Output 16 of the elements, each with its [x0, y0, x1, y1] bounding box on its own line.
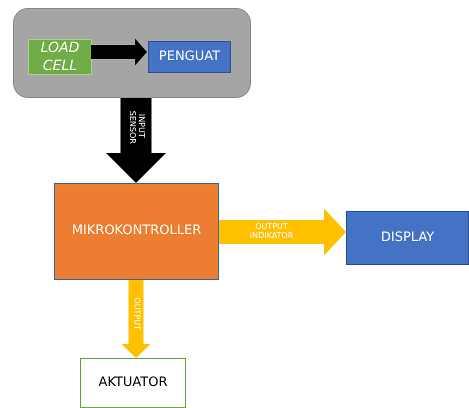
process-box — [28, 39, 92, 75]
block-arrow — [91, 38, 147, 66]
node-label: AKTUATOR — [98, 374, 168, 392]
node-label: PENGUAT — [158, 48, 222, 66]
process-box — [54, 183, 219, 280]
group-panel — [13, 8, 251, 98]
block-arrow — [122, 280, 150, 358]
process-box — [80, 358, 186, 408]
edge-label: OUTPUT INDIKATOR — [248, 223, 294, 241]
process-box — [346, 211, 469, 265]
node-label: LOAD CELL — [40, 38, 80, 76]
block-arrow — [219, 208, 346, 256]
block-arrow — [106, 98, 166, 183]
node-label: MIKROKONTROLLER — [70, 223, 202, 240]
process-box — [148, 41, 231, 73]
node-label: DISPLAY — [380, 230, 436, 246]
